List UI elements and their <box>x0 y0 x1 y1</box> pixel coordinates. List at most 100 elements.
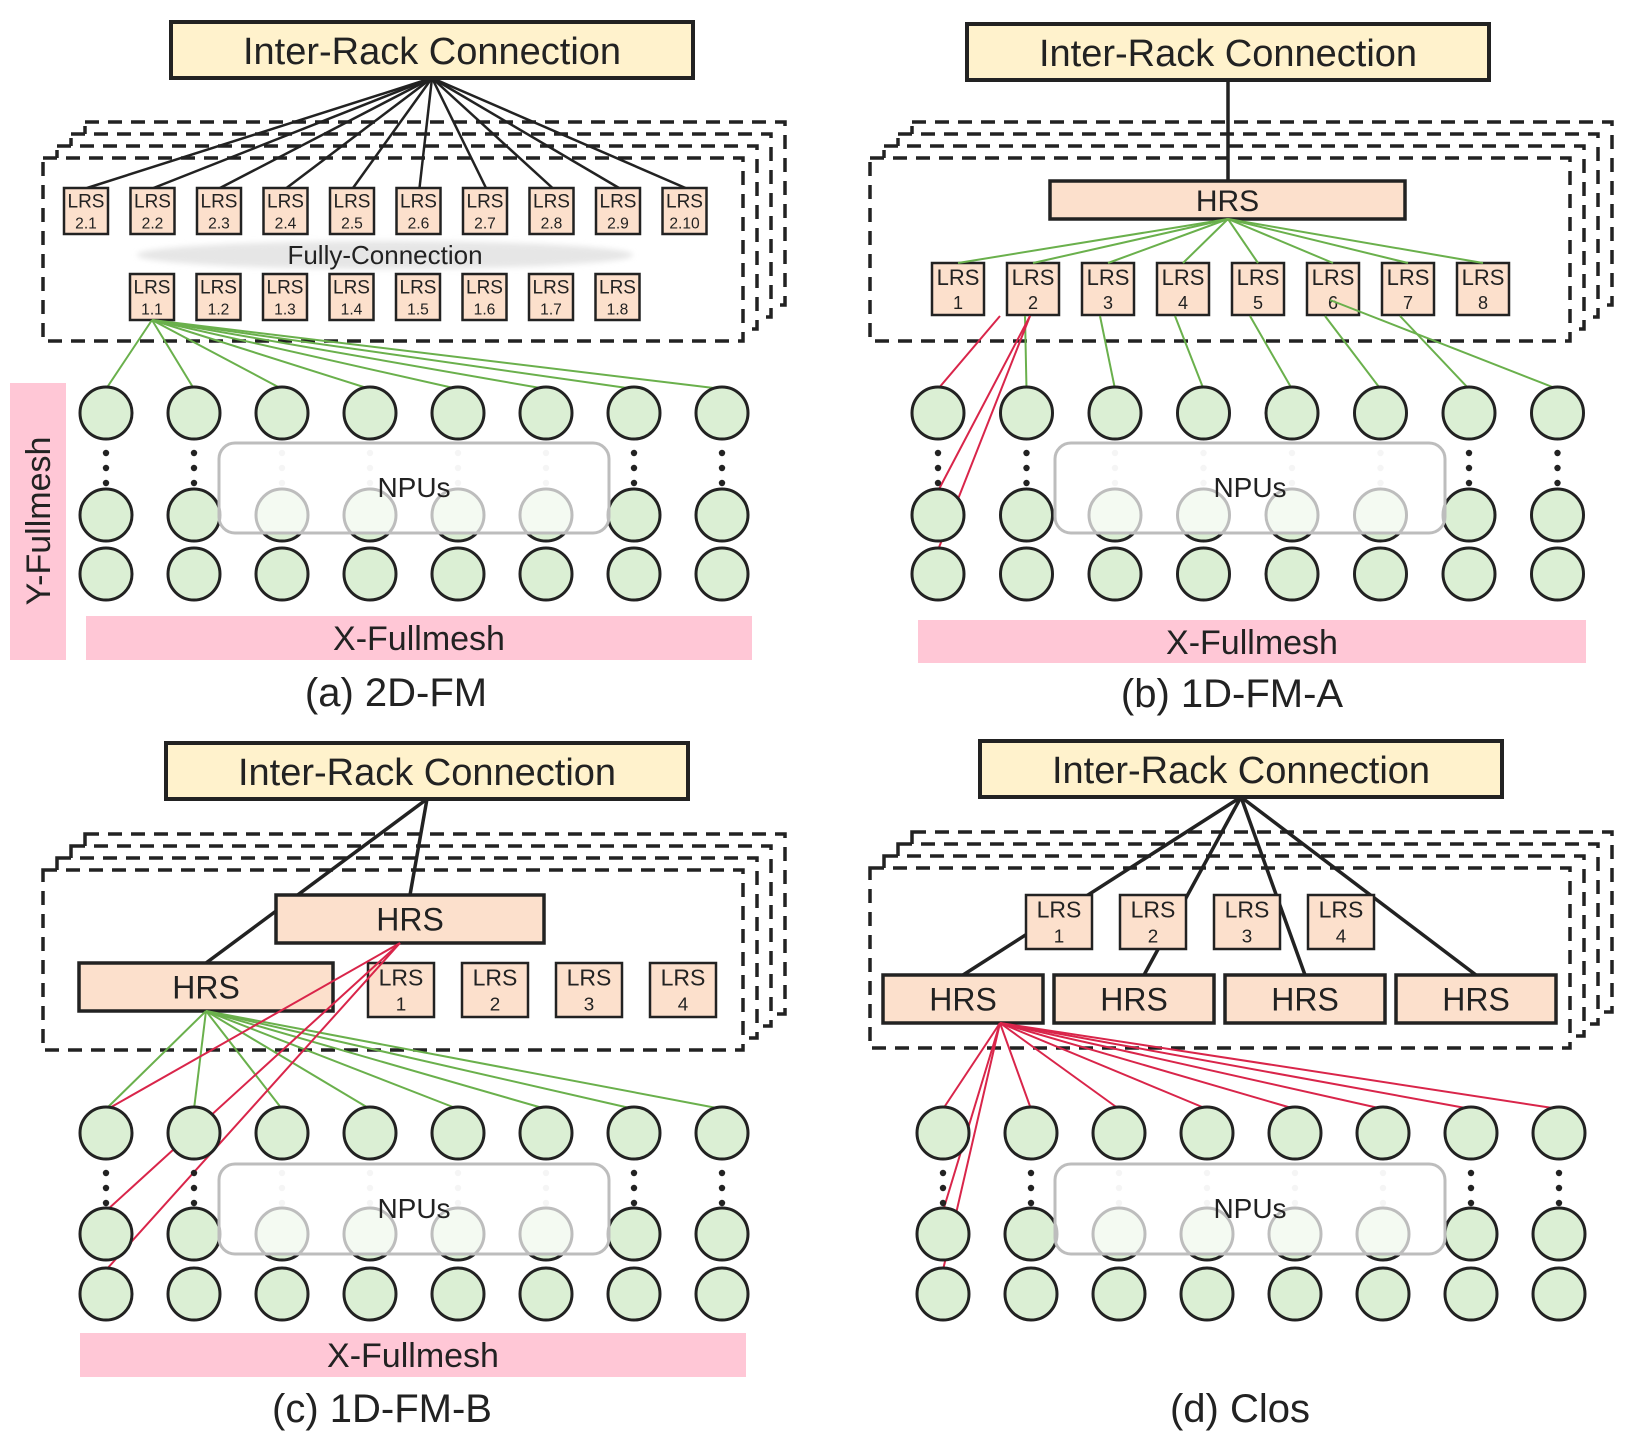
npu-node <box>1441 487 1497 543</box>
npu-link <box>151 319 283 390</box>
npu-link <box>205 1010 459 1110</box>
lrs-box <box>195 186 243 236</box>
npu-node <box>606 1206 662 1262</box>
npu-node <box>78 487 134 543</box>
lrs-label: LRS <box>466 277 503 298</box>
npu-node <box>430 385 486 441</box>
inter-rack-box-d: Inter-Rack Connection <box>978 739 1504 799</box>
npu-node <box>166 1266 222 1322</box>
lrs-number: 1.7 <box>540 301 562 318</box>
red-link <box>999 1022 1472 1110</box>
npu-node <box>254 1266 310 1322</box>
hrs-label: HRS <box>1442 982 1510 1018</box>
lrs-number: 2.7 <box>474 215 496 232</box>
ellipsis-dot <box>939 1199 947 1207</box>
npu-node <box>1530 385 1585 441</box>
npu-node <box>1443 1206 1499 1262</box>
lrs-label: LRS <box>661 965 706 991</box>
inter-rack-link <box>351 77 434 189</box>
lrs-number: 1.6 <box>474 301 496 318</box>
npu-link <box>151 319 635 390</box>
hrs-switch-b: HRS <box>1048 179 1407 221</box>
ellipsis-dot <box>1467 1169 1475 1177</box>
npu-node <box>606 546 662 602</box>
inter-rack-label: Inter-Rack Connection <box>1039 33 1417 75</box>
hrs-label: HRS <box>1271 982 1339 1018</box>
npus-boxes: NPUs NPUs NPUs NPUs <box>217 441 1447 1256</box>
inter-rack-link <box>86 76 433 190</box>
lrs-box <box>661 186 708 236</box>
lrs-label: LRS <box>68 191 105 212</box>
npu-node <box>1267 1266 1323 1322</box>
ellipsis-dot <box>102 464 110 472</box>
inter-rack-link <box>430 77 488 189</box>
red-link <box>105 942 401 1212</box>
lrs-label: LRS <box>666 191 703 212</box>
ellipsis-dot <box>190 1169 198 1177</box>
lrs-number: 2.5 <box>341 215 363 232</box>
lrs-number: 6 <box>1328 293 1338 313</box>
lrs-switch-1.7: LRS 1.7 <box>527 272 575 322</box>
npu-node <box>518 1266 574 1322</box>
ellipsis-dot <box>718 464 726 472</box>
npu-node <box>1087 546 1143 602</box>
ellipsis-dot <box>190 479 198 487</box>
npu-node <box>518 1105 574 1161</box>
ellipsis-dot <box>102 1169 110 1177</box>
npu-node <box>1353 385 1408 441</box>
caption-b: (b) 1D-FM-A <box>1121 672 1344 716</box>
lrs-label: LRS <box>1131 897 1176 923</box>
lrs-box <box>648 961 718 1019</box>
ellipsis-dot <box>102 449 110 457</box>
npu-link <box>105 319 153 390</box>
npu-node <box>1264 385 1320 441</box>
npu-node <box>78 385 134 441</box>
npu-link <box>193 1010 207 1110</box>
ellipsis-dot <box>102 1199 110 1207</box>
lrs-number: 2.6 <box>408 215 430 232</box>
lrs-label: LRS <box>1037 897 1082 923</box>
ellipsis-dot <box>190 1199 198 1207</box>
inter-rack-link <box>431 76 686 190</box>
lrs-box <box>528 186 575 236</box>
lrs-number: 2.2 <box>142 215 164 232</box>
npu-node <box>1531 1266 1587 1322</box>
lrs-number: 2.8 <box>541 215 563 232</box>
ellipsis-dot <box>1027 1199 1035 1207</box>
hrs-box <box>881 973 1045 1025</box>
hrs-lrs-link <box>1032 218 1229 264</box>
inter-rack-link <box>285 77 433 189</box>
lrs-label: LRS <box>400 191 437 212</box>
inter-rack-link <box>1239 795 1478 977</box>
lrs-box <box>328 186 376 236</box>
lrs-label: LRS <box>267 191 304 212</box>
ellipsis-dot <box>1554 449 1561 457</box>
y-fullmesh-label: Y-Fullmesh <box>20 437 58 606</box>
ellipsis-dot <box>1467 1199 1475 1207</box>
ellipsis-dot <box>190 449 198 457</box>
lrs-box <box>1155 261 1211 317</box>
ellipsis-dot <box>1555 1184 1563 1192</box>
npu-node <box>254 546 310 602</box>
npu-node <box>342 1105 398 1161</box>
lrs-label: LRS <box>533 277 570 298</box>
lrs-box <box>366 961 436 1019</box>
npu-node <box>78 1266 134 1322</box>
inter-rack-label: Inter-Rack Connection <box>1052 750 1430 792</box>
red-link <box>999 1022 1120 1110</box>
lrs-label: LRS <box>134 277 171 298</box>
npu-node <box>694 487 750 543</box>
ellipsis-dot <box>939 1184 947 1192</box>
lrs-box <box>461 272 508 322</box>
ellipsis-dot <box>1027 1184 1035 1192</box>
lrs-box <box>195 272 242 322</box>
ellipsis-dot <box>190 464 198 472</box>
npu-node <box>1087 385 1143 441</box>
